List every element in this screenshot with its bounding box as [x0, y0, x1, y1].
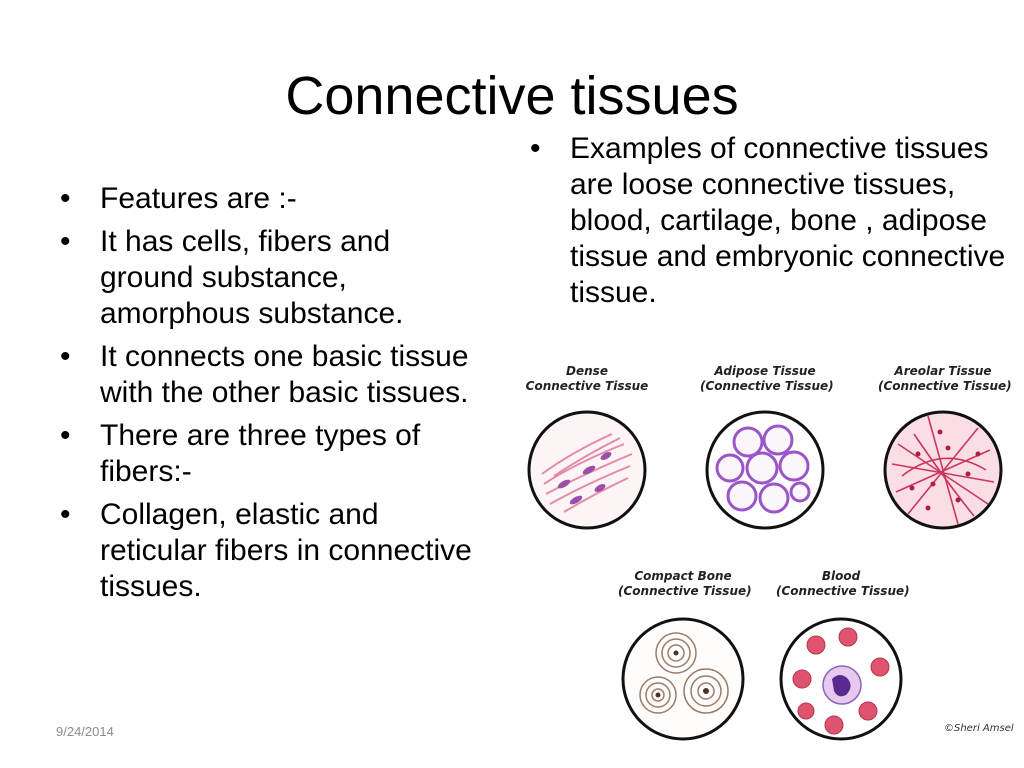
bullet-examples: Examples of connective tissues are loose…	[527, 131, 1017, 311]
blood-circle	[779, 617, 903, 741]
areolar-tissue-diagram: Areolar Tissue (Connective Tissue)	[878, 364, 1012, 538]
bullet-cells-fibers: It has cells, fibers and ground substanc…	[57, 224, 477, 332]
blood-diagram: Blood (Connective Tissue)	[776, 569, 910, 749]
compact-bone-circle	[621, 617, 745, 741]
bullet-fiber-types: There are three types of fibers:-	[57, 418, 477, 490]
dense-tissue-label-2: Connective Tissue	[525, 379, 649, 393]
bullet-fiber-names: Collagen, elastic and reticular fibers i…	[57, 497, 477, 605]
adipose-tissue-diagram: Adipose Tissue (Connective Tissue)	[700, 364, 834, 538]
bullet-connects-tissues: It connects one basic tissue with the ot…	[57, 339, 477, 411]
examples-list: Examples of connective tissues are loose…	[527, 131, 1017, 311]
blood-label-1: Blood	[821, 569, 861, 583]
adipose-tissue-label-2: (Connective Tissue)	[700, 379, 834, 393]
areolar-tissue-circle	[883, 410, 1003, 530]
slide-title: Connective tissues	[285, 66, 739, 126]
areolar-tissue-label-2: (Connective Tissue)	[878, 379, 1012, 393]
compact-bone-label-2: (Connective Tissue)	[618, 584, 752, 598]
blood-label-2: (Connective Tissue)	[776, 584, 910, 598]
compact-bone-diagram: Compact Bone (Connective Tissue)	[618, 569, 752, 749]
features-list: Features are :- It has cells, fibers and…	[57, 181, 477, 612]
areolar-tissue-label-1: Areolar Tissue	[894, 364, 992, 378]
bullet-features-heading: Features are :-	[57, 181, 477, 217]
adipose-tissue-label-1: Adipose Tissue	[714, 364, 816, 378]
compact-bone-label-1: Compact Bone	[634, 569, 732, 583]
adipose-tissue-circle	[705, 410, 825, 530]
slide-date: 9/24/2014	[56, 724, 114, 739]
dense-tissue-label-1: Dense	[566, 364, 608, 378]
dense-tissue-diagram: Dense Connective Tissue	[524, 364, 650, 538]
image-credit: ©Sheri Amsel	[944, 723, 1014, 734]
dense-tissue-circle	[527, 410, 647, 530]
